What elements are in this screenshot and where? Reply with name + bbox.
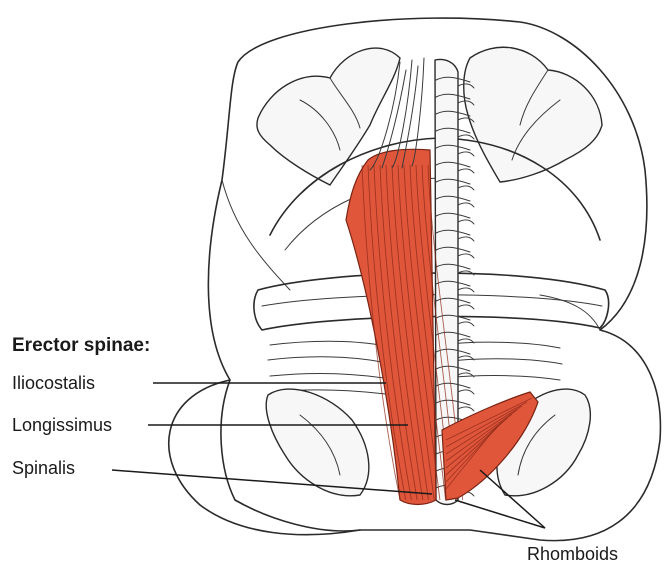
spinalis-leader [112, 470, 432, 494]
longissimus-label: Longissimus [12, 415, 112, 435]
iliocostalis-label: Iliocostalis [12, 373, 95, 393]
rhomboids-label: Rhomboids [527, 544, 618, 564]
rhomboids-leader-2 [455, 500, 545, 528]
spinalis-label: Spinalis [12, 458, 75, 478]
erector-spinae-heading: Erector spinae: [12, 335, 150, 356]
